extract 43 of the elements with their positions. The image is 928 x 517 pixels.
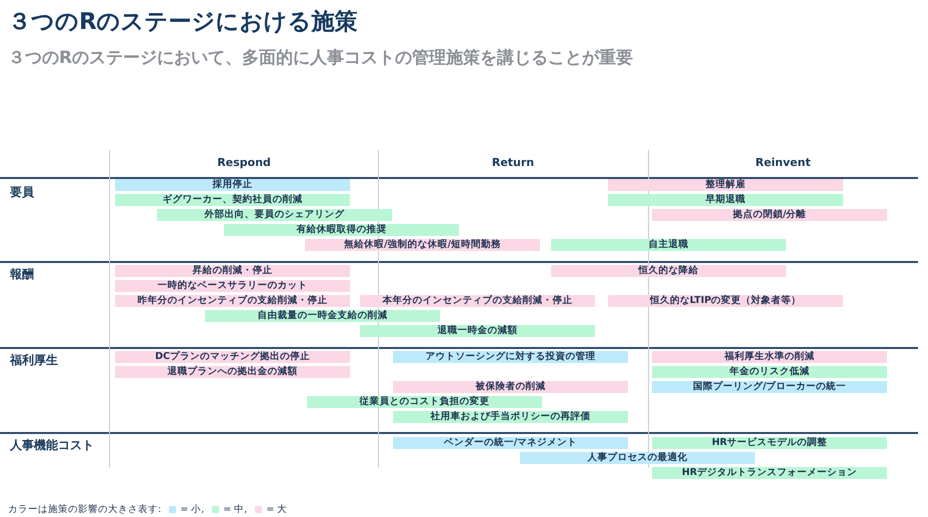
column-header: Return [490, 156, 536, 169]
measure-bar: 早期退職 [608, 194, 843, 206]
measure-bar: 従業員とのコスト負担の変更 [307, 396, 542, 408]
measure-bar: 恒久的な降給 [551, 265, 786, 277]
measure-bar: 人事プロセスの最適化 [520, 452, 755, 464]
measure-bar: 有給休暇取得の推奨 [224, 224, 459, 236]
measure-bar: 本年分のインセンティブの支給削減・停止 [360, 295, 595, 307]
measure-bar: 退職プランへの拠出金の減額 [115, 366, 350, 378]
column-header: Reinvent [754, 156, 812, 169]
measure-bar: 採用停止 [115, 179, 350, 191]
measure-bar: 恒久的なLTIPの変更（対象者等） [608, 295, 843, 307]
row-header: 福利厚生 [10, 352, 58, 369]
measure-bar: 自由裁量の一時金支給の削減 [205, 310, 440, 322]
measure-bar: アウトソーシングに対する投資の管理 [393, 351, 628, 363]
measure-bar: HRデジタルトランスフォーメーション [652, 467, 887, 479]
row-header: 要員 [10, 184, 34, 201]
measure-bar: 被保険者の削減 [393, 381, 628, 393]
title: ３つのRのステージにおける施策 [8, 8, 358, 37]
measure-bar: 国際プーリング/ブローカーの統一 [652, 381, 887, 393]
measure-bar: 拠点の閉鎖/分離 [652, 209, 887, 221]
measure-bar: 社用車および手当ポリシーの再評価 [393, 411, 628, 423]
legend-label: = 中, [223, 503, 248, 516]
measure-bar: 外部出向、要員のシェアリング [157, 209, 392, 221]
measure-bar: 整理解雇 [608, 179, 843, 191]
measure-bar: 昨年分のインセンティブの支給削減・停止 [115, 295, 350, 307]
measure-bar: ベンダーの統一/マネジメント [393, 437, 628, 449]
subtitle: ３つのRのステージにおいて、多面的に人事コストの管理施策を講じることが重要 [8, 47, 634, 69]
measure-bar: 退職一時金の減額 [360, 325, 595, 337]
measure-bar: 福利厚生水準の削減 [652, 351, 887, 363]
measure-bar: 一時的なベースサラリーのカット [115, 280, 350, 292]
legend-label: = 小, [180, 503, 204, 516]
measure-bar: 年金のリスク低減 [652, 366, 887, 378]
row-header: 報酬 [10, 266, 34, 283]
measure-bar: DCプランのマッチング拠出の停止 [115, 351, 350, 363]
measure-bar: HRサービスモデルの調整 [652, 437, 887, 449]
measure-bar: 自主退職 [551, 239, 786, 251]
measure-bar: 昇給の削減・停止 [115, 265, 350, 277]
measure-bar: 無給休暇/強制的な休暇/短時間勤務 [305, 239, 540, 251]
legend-label: = 大 [266, 503, 288, 516]
measure-bar: ギグワーカー、契約社員の削減 [115, 194, 350, 206]
legend-title: カラーは施策の影響の大きさ表す: [8, 503, 162, 516]
row-header: 人事機能コスト [10, 437, 94, 454]
column-header: Respond [216, 156, 272, 169]
